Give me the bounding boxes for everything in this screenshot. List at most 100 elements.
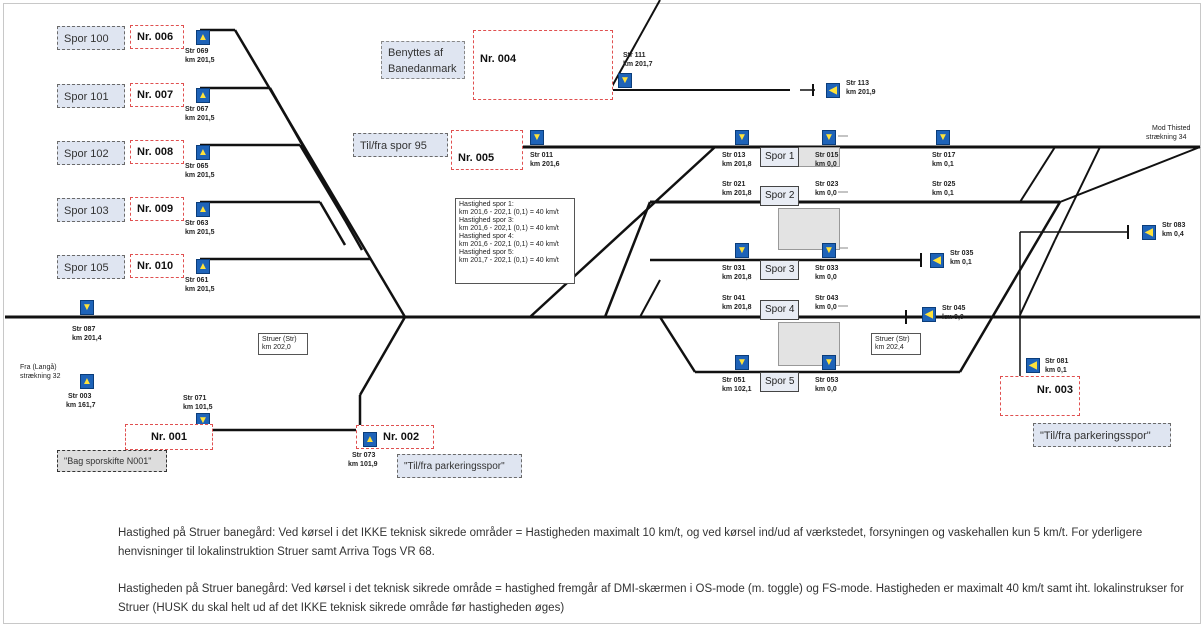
str-label: Str 017 <box>932 152 956 159</box>
str-label: Str 011 <box>530 152 553 159</box>
str-label: Str 081 <box>1045 358 1069 365</box>
nr-002-label: Nr. 002 <box>383 431 420 443</box>
nr-label: Nr. 006 <box>130 25 184 49</box>
spor-label: Spor 101 <box>57 84 125 108</box>
signal-left-icon: ◀ <box>1142 225 1156 240</box>
spor-2-label: Spor 2 <box>760 186 800 206</box>
km-label: km 0,0 <box>815 304 837 311</box>
nr-label: Nr. 009 <box>130 197 184 221</box>
tilfra-parkeringsspor-left: "Til/fra parkeringsspor" <box>397 454 522 478</box>
speed-note-2: Hastigheden på Struer banegård: Ved kørs… <box>118 583 1184 614</box>
km-label: km 201,5 <box>185 57 215 64</box>
km-label: km 201,5 <box>185 286 215 293</box>
nr-002-box: ▲ Nr. 002 <box>356 425 434 449</box>
str-label: Str 065 <box>185 163 209 170</box>
bag-sporskifte-label: "Bag sporskifte N001" <box>57 450 167 472</box>
signal-down-icon: ▼ <box>822 243 836 258</box>
km-label: km 161,7 <box>66 402 96 409</box>
tilfra-spor95-label: Til/fra spor 95 <box>353 133 448 157</box>
signal-up-icon: ▲ <box>80 374 94 389</box>
km-label: km 0,0 <box>815 190 837 197</box>
nr-001-box: Nr. 001 <box>125 424 213 450</box>
signal-down-icon: ▼ <box>80 300 94 315</box>
km-label: km 201,8 <box>722 274 752 281</box>
str-label: Str 021 <box>722 181 746 188</box>
signal-down-icon: ▼ <box>936 130 950 145</box>
str-label: Str 069 <box>185 48 209 55</box>
nr-004-box: Nr. 004 <box>473 30 613 100</box>
km-label: km 201,6 <box>530 161 560 168</box>
str-label: Str 035 <box>950 250 974 257</box>
km-label: km 201,8 <box>722 190 752 197</box>
fra-langaa-label: strækning 32 <box>20 373 61 380</box>
nr-label: Nr. 008 <box>130 140 184 164</box>
str-label: Str 061 <box>185 277 209 284</box>
str-label: Str 003 <box>68 393 92 400</box>
mod-thisted-label: strækning 34 <box>1146 134 1187 141</box>
km-label: km 201,8 <box>722 161 752 168</box>
km-label: km 101,5 <box>183 404 213 411</box>
km-label: km 201,9 <box>846 89 876 96</box>
str-label: Str 051 <box>722 377 746 384</box>
signal-up-icon: ▲ <box>196 88 210 103</box>
spor-label: Spor 103 <box>57 198 125 222</box>
str-label: Str 023 <box>815 181 839 188</box>
signal-up-icon: ▲ <box>196 145 210 160</box>
km-label: km 201,7 <box>623 61 653 68</box>
spor-5-label: Spor 5 <box>760 372 800 392</box>
struer-box-left: Struer (Str)km 202,0 <box>258 333 308 355</box>
str-label: Str 015 <box>815 152 839 159</box>
tilfra-parkeringsspor-right: "Til/fra parkeringsspor" <box>1033 423 1171 447</box>
km-label: km 201,5 <box>185 172 215 179</box>
km-label: km 102,1 <box>722 386 752 393</box>
str-label: Str 041 <box>722 295 746 302</box>
spor-label: Spor 102 <box>57 141 125 165</box>
signal-up-icon: ▲ <box>363 432 377 447</box>
fra-langaa-label: Fra (Langå) <box>20 364 57 371</box>
str-label: Str 053 <box>815 377 839 384</box>
spor-3-label: Spor 3 <box>760 260 800 280</box>
signal-down-icon: ▼ <box>735 243 749 258</box>
km-label: km 0,0 <box>815 274 837 281</box>
str-label: Str 031 <box>722 265 746 272</box>
km-label: km 0,1 <box>932 190 954 197</box>
spor-label: Spor 100 <box>57 26 125 50</box>
str-label: Str 063 <box>185 220 209 227</box>
km-label: km 101,9 <box>348 461 378 468</box>
str-label: Str 111 <box>623 52 646 59</box>
km-label: km 201,4 <box>72 335 102 342</box>
km-label: km 0,1 <box>932 161 954 168</box>
str-label: Str 033 <box>815 265 839 272</box>
diagram-frame <box>3 3 1201 624</box>
km-label: km 201,5 <box>185 229 215 236</box>
str-label: Str 043 <box>815 295 839 302</box>
nr-005-box: Nr. 005 <box>451 130 523 170</box>
km-label: km 201,5 <box>185 115 215 122</box>
signal-down-icon: ▼ <box>822 355 836 370</box>
signal-down-icon: ▼ <box>735 355 749 370</box>
str-label: Str 045 <box>942 305 966 312</box>
signal-up-icon: ▲ <box>196 30 210 45</box>
mod-thisted-label: Mod Thisted <box>1152 125 1191 132</box>
km-label: km 0,4 <box>1162 231 1184 238</box>
nr-label: Nr. 007 <box>130 83 184 107</box>
spor-4-label: Spor 4 <box>760 300 800 320</box>
signal-down-icon: ▼ <box>618 73 632 88</box>
str-label: Str 013 <box>722 152 746 159</box>
signal-left-icon: ◀ <box>1026 358 1040 373</box>
signal-up-icon: ▲ <box>196 259 210 274</box>
nr-label: Nr. 010 <box>130 254 184 278</box>
benyttes-label: Benyttes af Banedanmark <box>381 41 465 79</box>
str-label: Str 073 <box>352 452 376 459</box>
signal-down-icon: ▼ <box>822 130 836 145</box>
signal-left-icon: ◀ <box>826 83 840 98</box>
signal-left-icon: ◀ <box>930 253 944 268</box>
km-label: km 0,0 <box>815 161 837 168</box>
nr-003-box: Nr. 003 <box>1000 376 1080 416</box>
spor-label: Spor 105 <box>57 255 125 279</box>
spor-1-label: Spor 1 <box>760 147 800 167</box>
km-label: km 0,0 <box>942 314 964 321</box>
str-label: Str 067 <box>185 106 209 113</box>
speed-note-1: Hastighed på Struer banegård: Ved kørsel… <box>118 527 1143 558</box>
str-label: Str 087 <box>72 326 96 333</box>
